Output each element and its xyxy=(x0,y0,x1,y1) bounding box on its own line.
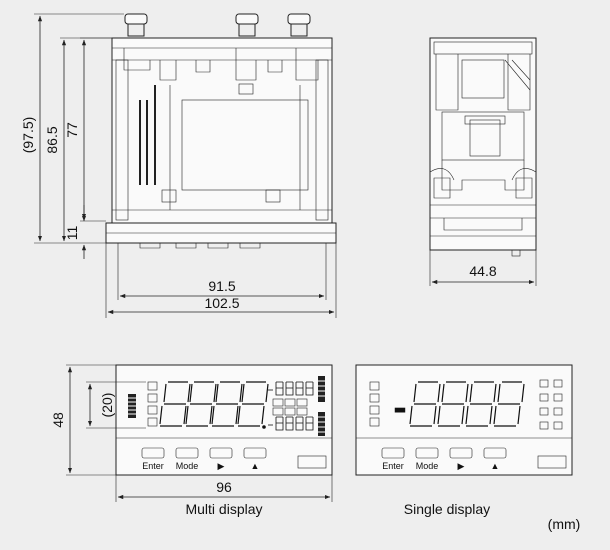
single-keys: Enter Mode ▶ ▲ xyxy=(381,447,567,471)
multi-status-leds xyxy=(147,381,158,427)
top-connectors xyxy=(124,13,311,37)
single-mode-label: Mode xyxy=(416,461,439,471)
dim-height-body: 86.5 xyxy=(44,126,60,153)
single-minus-sign: - xyxy=(390,389,410,429)
multi-enter-key[interactable] xyxy=(141,447,165,459)
multi-up-label: ▲ xyxy=(251,461,260,471)
multi-sub-grid xyxy=(272,398,308,416)
side-view xyxy=(429,37,537,257)
front-view-single: - Enter Mode ▶ ▲ xyxy=(355,364,573,476)
dim-height-inner: 77 xyxy=(64,122,80,138)
multi-label-slot xyxy=(297,455,327,469)
top-view-width-dims: 91.5 102.5 xyxy=(105,243,337,318)
multi-bar-right xyxy=(318,376,325,436)
caption-single-display: Single display xyxy=(404,501,490,517)
multi-right-label: ▶ xyxy=(218,461,225,471)
top-view xyxy=(105,13,337,249)
single-mode-key[interactable] xyxy=(415,447,439,459)
dim-height-base: 11 xyxy=(64,226,80,241)
multi-mode-key[interactable] xyxy=(175,447,199,459)
side-body xyxy=(429,37,537,251)
multi-mode-label: Mode xyxy=(176,461,199,471)
single-right-label: ▶ xyxy=(458,461,465,471)
single-enter-label: Enter xyxy=(382,461,404,471)
top-body xyxy=(111,37,333,224)
single-enter-key[interactable] xyxy=(381,447,405,459)
multi-sub-digits-bottom xyxy=(268,416,314,431)
single-label-slot xyxy=(537,455,567,469)
top-view-height-dims: (97.5) 86.5 77 11 xyxy=(20,13,124,259)
multi-up-key[interactable] xyxy=(243,447,267,459)
front-view-multi: Enter Mode ▶ ▲ xyxy=(115,364,333,476)
dim-front-display-height: (20) xyxy=(99,393,115,418)
single-up-key[interactable] xyxy=(483,447,507,459)
unit-label: (mm) xyxy=(548,516,581,532)
dim-width-inner: 91.5 xyxy=(208,278,235,294)
multi-main-digits xyxy=(159,381,269,429)
multi-sub-digits-top xyxy=(268,381,314,396)
multi-enter-label: Enter xyxy=(142,461,164,471)
single-bezel xyxy=(355,364,573,476)
top-center-window xyxy=(181,99,309,191)
dim-height-total: (97.5) xyxy=(20,117,36,154)
multi-bar-left xyxy=(128,394,136,418)
single-main-digits xyxy=(409,381,525,427)
single-indicator-grid xyxy=(539,379,563,430)
multi-right-key[interactable] xyxy=(209,447,233,459)
dim-side-width: 44.8 xyxy=(469,263,496,279)
single-up-label: ▲ xyxy=(491,461,500,471)
single-right-key[interactable] xyxy=(449,447,473,459)
dim-front-height: 48 xyxy=(50,412,66,428)
multi-keys: Enter Mode ▶ ▲ xyxy=(141,447,327,471)
front-multi-dims: 48 (20) 96 xyxy=(50,364,333,502)
caption-multi-display: Multi display xyxy=(185,501,262,517)
dim-front-width: 96 xyxy=(216,479,232,495)
side-view-dims: 44.8 xyxy=(429,250,537,286)
dim-width-total: 102.5 xyxy=(204,295,239,311)
single-status-leds xyxy=(369,381,380,427)
